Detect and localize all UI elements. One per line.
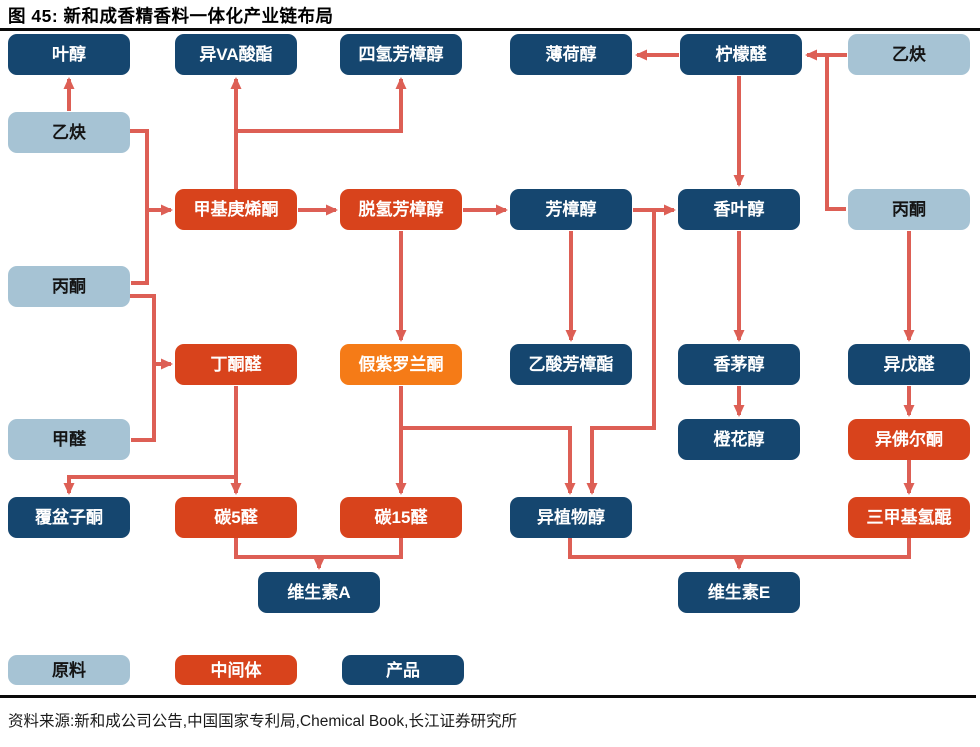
- edge-c5-c15-connector: [234, 538, 403, 559]
- node-citral: 柠檬醛: [680, 34, 802, 75]
- node-methylheptenone: 甲基庚烯酮: [175, 189, 297, 230]
- node-isovaleraldehyde: 异戊醛: [848, 344, 970, 385]
- node-dehydrolinalool: 脱氢芳樟醇: [340, 189, 462, 230]
- node-raspberry-ketone: 覆盆子酮: [8, 497, 130, 538]
- figure-title: 图 45: 新和成香精香料一体化产业链布局: [8, 6, 334, 26]
- legend-intermediate: 中间体: [175, 655, 297, 685]
- edge-methylheptenone-to-tetrahydrolinalool: [236, 77, 407, 133]
- bottom-rule: [0, 695, 976, 698]
- node-butanone-aldehyde: 丁酮醛: [175, 344, 297, 385]
- node-geraniol: 香叶醇: [678, 189, 800, 230]
- node-menthol: 薄荷醇: [510, 34, 632, 75]
- node-leaf-alcohol: 叶醇: [8, 34, 130, 75]
- node-formaldehyde: 甲醛: [8, 419, 130, 460]
- edge-butanone-aldehyde-to-raspberry-ketone: [63, 475, 236, 495]
- edge-acetone-formaldehyde-connector: [129, 294, 156, 442]
- node-nerol: 橙花醇: [678, 419, 800, 460]
- edge-pseudoionone-to-isophytol: [401, 426, 576, 495]
- node-c15-aldehyde: 碳15醛: [340, 497, 462, 538]
- node-isophorone: 异佛尔酮: [848, 419, 970, 460]
- edge-isophytol-tmhq-connector: [568, 538, 911, 559]
- node-c5-aldehyde: 碳5醛: [175, 497, 297, 538]
- edge-linalool-to-isophytol: [586, 210, 656, 495]
- legend-raw-material: 原料: [8, 655, 130, 685]
- node-vitamin-e: 维生素E: [678, 572, 800, 613]
- node-citronellol: 香茅醇: [678, 344, 800, 385]
- node-acetylene-top: 乙炔: [848, 34, 970, 75]
- node-isophytol: 异植物醇: [510, 497, 632, 538]
- node-vitamin-a: 维生素A: [258, 572, 380, 613]
- title-rule: [0, 28, 980, 31]
- node-iso-va-ester: 异VA酸酯: [175, 34, 297, 75]
- node-acetone-right: 丙酮: [848, 189, 970, 230]
- edge-acetylene-acetone-connector: [129, 129, 149, 285]
- node-linalyl-acetate: 乙酸芳樟酯: [510, 344, 632, 385]
- node-pseudoionone: 假紫罗兰酮: [340, 344, 462, 385]
- legend-product: 产品: [342, 655, 464, 685]
- node-acetylene-left: 乙炔: [8, 112, 130, 153]
- source-line: 资料来源:新和成公司公告,中国国家专利局,Chemical Book,长江证券研…: [8, 713, 517, 730]
- node-tetrahydrolinalool: 四氢芳樟醇: [340, 34, 462, 75]
- edge-acetone-right-feeder-connector: [825, 55, 846, 211]
- node-linalool: 芳樟醇: [510, 189, 632, 230]
- node-trimethylhydroquinone: 三甲基氢醌: [848, 497, 970, 538]
- node-acetone-left: 丙酮: [8, 266, 130, 307]
